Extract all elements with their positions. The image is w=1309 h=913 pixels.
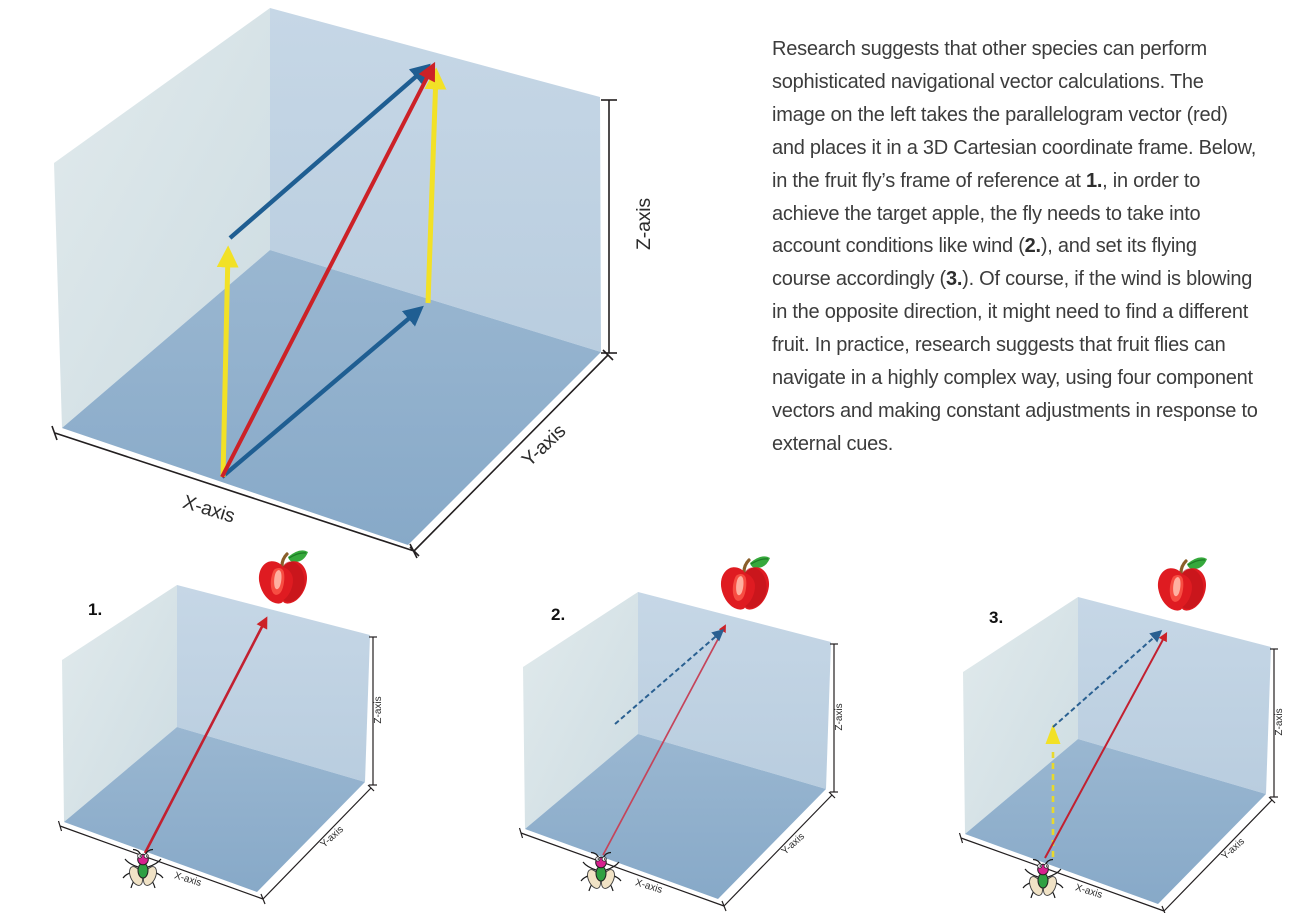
yellow-vertical-vector-arrow-right bbox=[424, 67, 447, 304]
panel-2-x-axis-label: X-axis bbox=[634, 877, 664, 896]
panel-3-box bbox=[958, 596, 1279, 913]
panel-1: 1. X-axis Y-axis Z-axis bbox=[57, 548, 384, 905]
panel-3: 3. X-axis Y-axis Z-axis bbox=[958, 555, 1285, 913]
panel-1-number: 1. bbox=[88, 600, 102, 619]
apple-icon bbox=[257, 548, 310, 606]
panel-1-z-axis-label: Z-axis bbox=[373, 696, 384, 723]
main-z-axis-label: Z-axis bbox=[633, 198, 655, 250]
blue-ground-vector-arrow bbox=[220, 305, 424, 479]
lift-vector-arrowhead bbox=[1045, 724, 1061, 744]
caption-paragraph: Research suggests that other species can… bbox=[772, 38, 1258, 455]
yellow-vertical-vector-arrow-left bbox=[216, 245, 239, 478]
floor bbox=[62, 250, 601, 545]
panel-2-z-axis-label: Z-axis bbox=[834, 703, 845, 730]
main-x-axis-label: X-axis bbox=[180, 491, 238, 528]
panel-3-number: 3. bbox=[989, 608, 1003, 627]
x-axis-line bbox=[54, 432, 415, 552]
panel-2-box bbox=[518, 591, 839, 912]
target-vector-arrow bbox=[143, 616, 268, 854]
right-wall bbox=[270, 8, 601, 352]
apple-icon bbox=[1156, 555, 1209, 613]
target-vector-arrow bbox=[602, 624, 726, 856]
panel-1-box bbox=[57, 584, 378, 905]
panel-2-number: 2. bbox=[551, 605, 565, 624]
target-vector-arrow bbox=[1044, 631, 1168, 859]
red-resultant-vector-arrow bbox=[220, 61, 436, 478]
panel-3-z-axis-label: Z-axis bbox=[1274, 708, 1285, 735]
blue-parallelogram-vector-arrow bbox=[228, 63, 431, 240]
y-axis-line bbox=[413, 354, 609, 552]
panel-2: 2. X-axis Y-axis Z-axis bbox=[518, 554, 845, 912]
panel-3-x-axis-label: X-axis bbox=[1074, 882, 1104, 901]
apple-icon bbox=[719, 554, 772, 612]
main-y-axis-label: Y-axis bbox=[518, 420, 571, 471]
left-wall bbox=[54, 8, 270, 428]
main-3d-diagram: X-axis Y-axis Z-axis bbox=[51, 8, 655, 559]
panel-1-x-axis-label: X-axis bbox=[173, 870, 203, 889]
axis-frame bbox=[51, 99, 617, 559]
